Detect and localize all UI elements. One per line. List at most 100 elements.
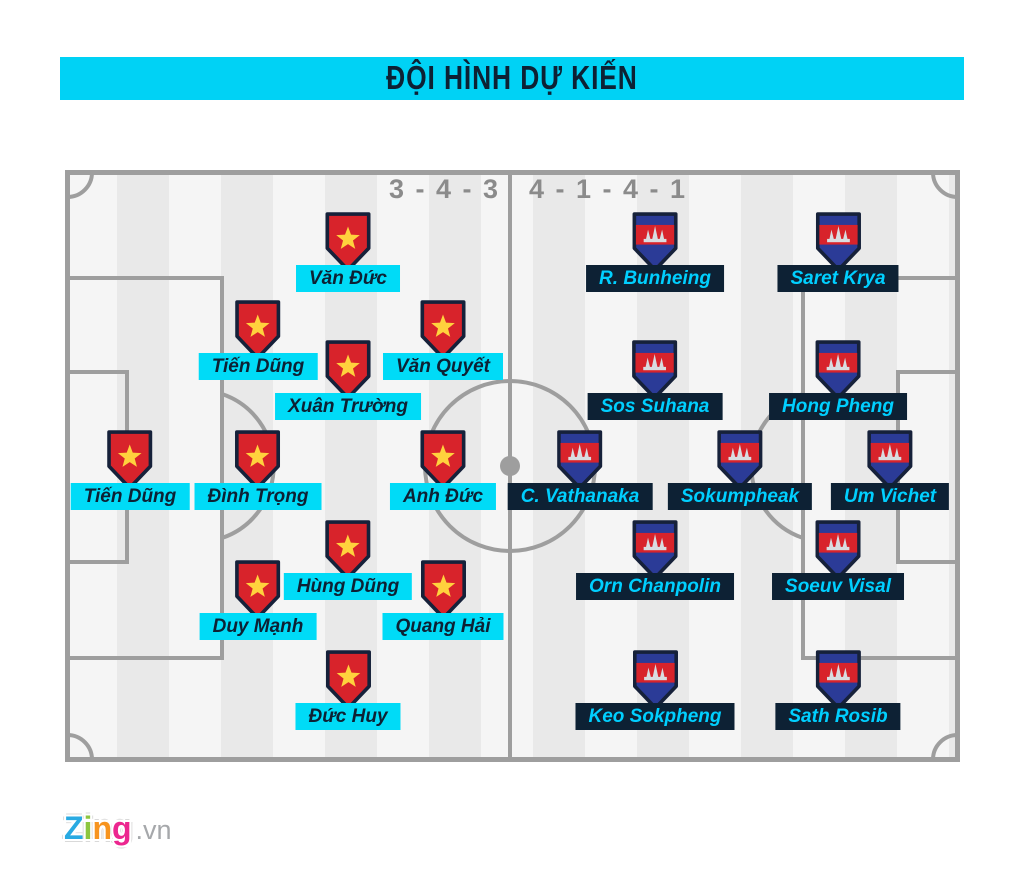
vietnam-flag-badge-icon — [235, 300, 281, 360]
angkor-wat-icon — [878, 443, 902, 461]
formation-left-team: 3 - 4 - 3 — [388, 174, 500, 204]
pitch-border — [65, 170, 960, 762]
corner-arc-bottom-right — [931, 733, 958, 760]
player-marker: Soeuv Visal — [772, 520, 904, 600]
cambodia-flag-badge-icon — [632, 650, 678, 710]
page-title: ĐỘI HÌNH DỰ KIẾN — [386, 59, 638, 97]
cambodia-flag-badge-icon — [632, 520, 678, 580]
cambodia-flag-badge-icon — [632, 340, 678, 400]
player-marker: Sokumpheak — [667, 430, 813, 510]
player-name-label: Soeuv Visal — [772, 573, 904, 600]
yellow-star-icon — [246, 314, 270, 337]
player-name-label: Xuân Trường — [275, 393, 421, 420]
player-marker: C. Vathanaka — [507, 430, 653, 510]
vietnam-flag-badge-icon — [325, 212, 371, 272]
formation-right-team: 4 - 1 - 4 - 1 — [529, 174, 688, 204]
yellow-star-icon — [118, 444, 142, 467]
yellow-star-icon — [336, 226, 360, 249]
angkor-wat-icon — [643, 353, 667, 371]
player-name-label: Duy Mạnh — [199, 613, 317, 640]
player-marker: Đình Trọng — [194, 430, 322, 510]
zing-logo-word: Zing — [64, 810, 132, 847]
player-marker: Tiến Dũng — [198, 300, 318, 380]
angkor-wat-icon — [643, 663, 667, 681]
angkor-wat-icon — [643, 225, 667, 243]
yellow-star-icon — [431, 314, 455, 337]
vietnam-flag-badge-icon — [325, 340, 371, 400]
angkor-wat-icon — [826, 533, 850, 551]
zing-logo: Zing .vn — [64, 810, 172, 847]
angkor-wat-icon — [728, 443, 752, 461]
player-name-label: Orn Chanpolin — [576, 573, 734, 600]
cambodia-flag-badge-icon — [815, 650, 861, 710]
left-penalty-box — [67, 276, 224, 660]
cambodia-flag-badge-icon — [815, 212, 861, 272]
player-marker: Anh Đức — [389, 430, 497, 510]
player-marker: Văn Quyết — [383, 300, 503, 380]
player-name-label: Văn Đức — [296, 265, 400, 292]
vietnam-flag-badge-icon — [235, 430, 281, 490]
player-marker: Sos Suhana — [587, 340, 723, 420]
corner-arc-bottom-left — [67, 733, 94, 760]
vietnam-flag-badge-icon — [325, 520, 371, 580]
player-name-label: R. Bunheing — [586, 265, 724, 292]
angkor-wat-icon — [826, 353, 850, 371]
player-name-label: Quang Hải — [382, 613, 504, 640]
cambodia-flag-badge-icon — [815, 520, 861, 580]
angkor-wat-icon — [643, 533, 667, 551]
vietnam-flag-badge-icon — [420, 430, 466, 490]
vietnam-flag-badge-icon — [325, 650, 371, 710]
player-name-label: Sath Rosib — [775, 703, 901, 730]
yellow-star-icon — [431, 444, 455, 467]
player-name-label: Sos Suhana — [587, 393, 723, 420]
player-name-label: Keo Sokpheng — [575, 703, 735, 730]
player-marker: Văn Đức — [296, 212, 400, 292]
player-marker: Hong Pheng — [769, 340, 907, 420]
vietnam-flag-badge-icon — [107, 430, 153, 490]
player-marker: Orn Chanpolin — [576, 520, 734, 600]
player-name-label: Sokumpheak — [667, 483, 813, 510]
yellow-star-icon — [431, 574, 455, 597]
player-name-label: Um Vichet — [830, 483, 950, 510]
player-name-label: C. Vathanaka — [507, 483, 653, 510]
logo-letter: n — [92, 810, 112, 846]
player-name-label: Đức Huy — [295, 703, 401, 730]
player-marker: Sath Rosib — [775, 650, 901, 730]
player-marker: Keo Sokpheng — [575, 650, 735, 730]
player-marker: R. Bunheing — [586, 212, 724, 292]
center-spot — [500, 456, 520, 476]
title-banner: ĐỘI HÌNH DỰ KIẾN — [60, 57, 964, 100]
logo-letter: i — [83, 810, 93, 846]
cambodia-flag-badge-icon — [632, 212, 678, 272]
player-name-label: Đình Trọng — [194, 483, 322, 510]
player-name-label: Saret Krya — [777, 265, 899, 292]
angkor-wat-icon — [826, 663, 850, 681]
zing-logo-suffix: .vn — [135, 815, 172, 845]
cambodia-flag-badge-icon — [815, 340, 861, 400]
player-marker: Saret Krya — [777, 212, 899, 292]
cambodia-flag-badge-icon — [867, 430, 913, 490]
cambodia-flag-badge-icon — [557, 430, 603, 490]
player-marker: Hùng Dũng — [283, 520, 413, 600]
logo-letter: g — [111, 810, 132, 846]
player-marker: Duy Mạnh — [199, 560, 317, 640]
player-name-label: Tiến Dũng — [198, 353, 318, 380]
yellow-star-icon — [246, 444, 270, 467]
player-marker: Um Vichet — [830, 430, 950, 510]
vietnam-flag-badge-icon — [420, 300, 466, 360]
player-name-label: Văn Quyết — [383, 353, 503, 380]
player-marker: Xuân Trường — [275, 340, 421, 420]
yellow-star-icon — [336, 664, 360, 687]
angkor-wat-icon — [568, 443, 592, 461]
angkor-wat-icon — [826, 225, 850, 243]
player-marker: Tiến Dũng — [70, 430, 190, 510]
logo-letter: Z — [64, 810, 84, 846]
player-name-label: Anh Đức — [389, 483, 497, 510]
player-marker: Đức Huy — [295, 650, 401, 730]
vietnam-flag-badge-icon — [420, 560, 466, 620]
yellow-star-icon — [246, 574, 270, 597]
corner-arc-top-left — [67, 172, 94, 199]
player-name-label: Hùng Dũng — [283, 573, 413, 600]
corner-arc-top-right — [931, 172, 958, 199]
